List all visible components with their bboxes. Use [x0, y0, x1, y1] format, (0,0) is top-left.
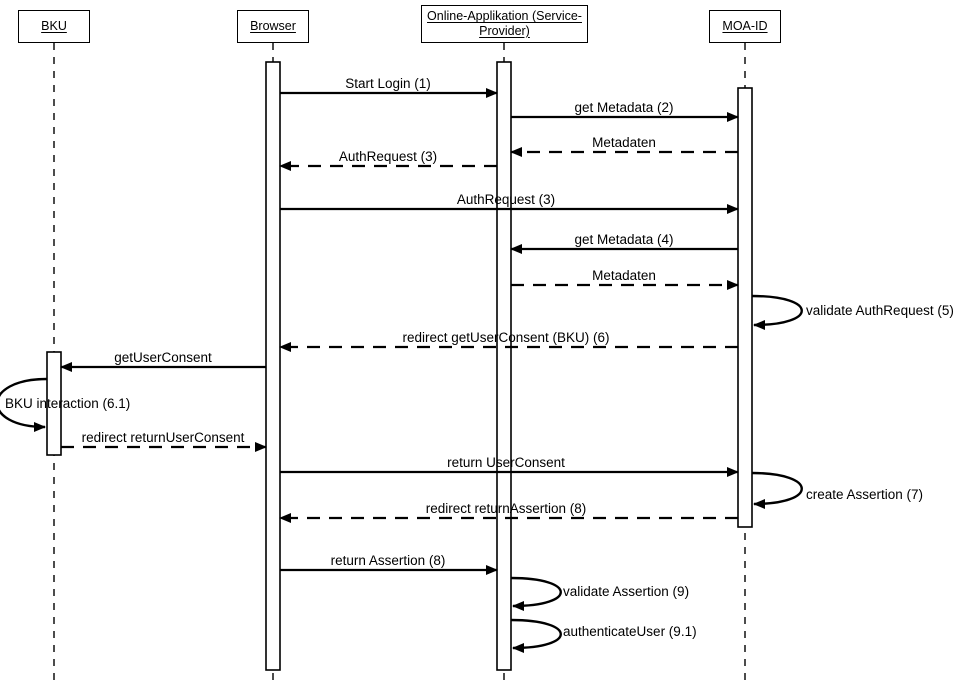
self-message-label-1: validate AuthRequest (5)	[806, 303, 954, 318]
self-message-arrow-3[interactable]	[751, 471, 803, 509]
lifeline-header-bku[interactable]: BKU	[18, 10, 90, 43]
message-label-2: get Metadata (2)	[574, 100, 674, 115]
self-message-arrow-2[interactable]	[0, 377, 48, 432]
activation-bar-browser	[265, 61, 281, 671]
lifeline-header-label-bku: BKU	[41, 19, 67, 34]
self-message-label-3: create Assertion (7)	[806, 487, 924, 502]
lifeline-header-label-moaid: MOA-ID	[722, 19, 768, 34]
self-message-arrow-1[interactable]	[751, 294, 803, 330]
message-label-3: Metadaten	[592, 135, 656, 150]
self-message-label-5: authenticateUser (9.1)	[563, 624, 697, 639]
self-message-arrow-5[interactable]	[510, 618, 562, 653]
self-message-label-4: validate Assertion (9)	[563, 584, 690, 599]
activation-bar-oa	[496, 61, 512, 671]
message-label-9: getUserConsent	[114, 350, 212, 365]
message-label-6: get Metadata (4)	[574, 232, 674, 247]
message-label-10: redirect returnUserConsent	[81, 430, 245, 445]
lifeline-header-moaid[interactable]: MOA-ID	[709, 10, 781, 43]
message-label-12: redirect returnAssertion (8)	[425, 501, 587, 516]
message-label-4: AuthRequest (3)	[338, 149, 438, 164]
activation-bar-bku	[46, 351, 62, 456]
message-label-5: AuthRequest (3)	[456, 192, 556, 207]
message-label-8: redirect getUserConsent (BKU) (6)	[402, 330, 610, 345]
lifeline-header-label-browser: Browser	[250, 19, 296, 34]
message-label-7: Metadaten	[592, 268, 656, 283]
message-arrows	[60, 88, 739, 575]
self-message-arrows	[0, 294, 803, 653]
lifeline-header-oa[interactable]: Online-Applikation (Service-Provider)	[421, 5, 588, 43]
self-message-arrow-4[interactable]	[510, 576, 562, 611]
message-label-11: return UserConsent	[447, 455, 565, 470]
self-message-label-2: BKU interaction (6.1)	[5, 396, 131, 411]
lifeline-header-browser[interactable]: Browser	[237, 10, 309, 43]
message-label-13: return Assertion (8)	[330, 553, 446, 568]
activation-bar-moaid	[737, 87, 753, 528]
message-label-1: Start Login (1)	[345, 76, 431, 91]
lifeline-header-label-oa: Online-Applikation (Service-Provider)	[427, 9, 582, 38]
